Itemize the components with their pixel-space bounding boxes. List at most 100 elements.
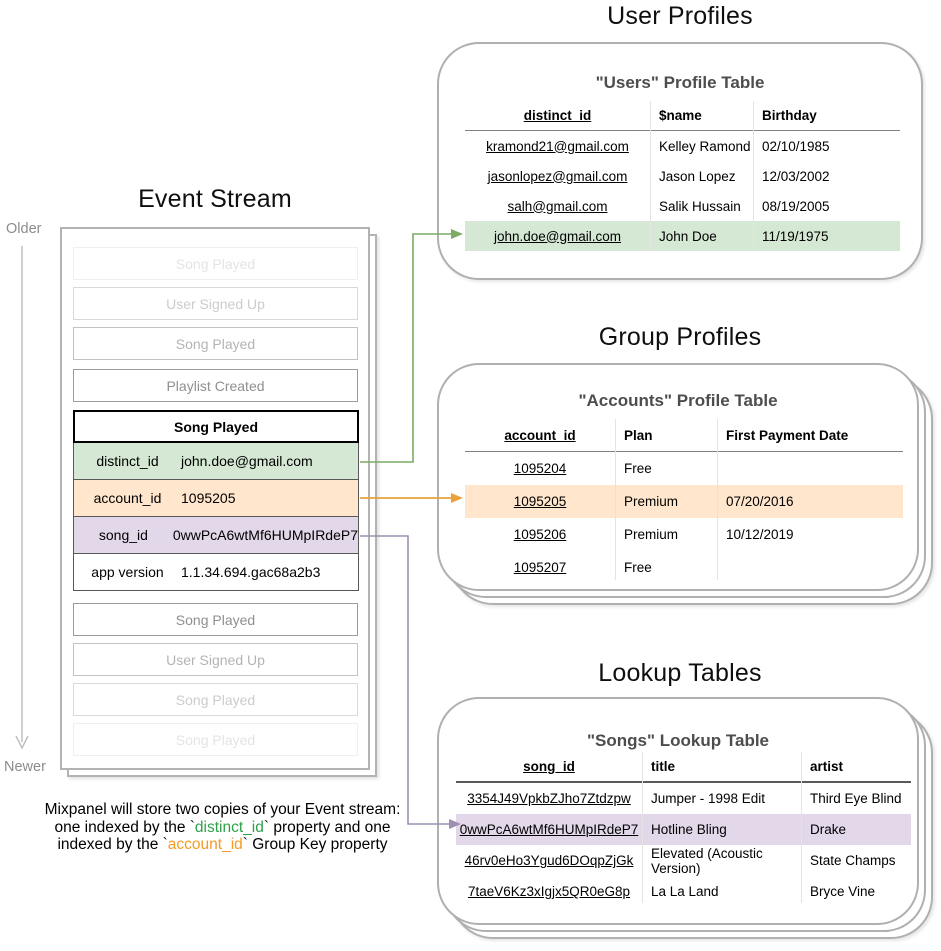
- column-header: title: [651, 759, 676, 774]
- cell-title: Jumper - 1998 Edit: [651, 791, 766, 806]
- column-divider: [642, 752, 643, 903]
- column-header: First Payment Date: [726, 427, 849, 443]
- cell-distinct-id: salh@gmail.com: [507, 198, 608, 214]
- cell-song-id: 46rv0eHo3Ygud6DOqpZjGk: [464, 853, 634, 868]
- cell-name: Jason Lopez: [659, 168, 736, 184]
- cell-artist: Third Eye Blind: [810, 791, 902, 806]
- timeline-arrow: [15, 246, 29, 750]
- column-divider: [753, 101, 754, 250]
- caption-line-2: one indexed by the `distinct_id` propert…: [30, 819, 415, 837]
- caption-text: ` property and one: [263, 818, 391, 836]
- newer-label: Newer: [4, 759, 46, 775]
- cell-name: John Doe: [659, 228, 717, 244]
- table-row-highlighted: john.doe@gmail.com John Doe 11/19/1975: [465, 221, 900, 251]
- event-property-app-version: app version 1.1.34.694.gac68a2b3: [73, 554, 359, 591]
- active-event-name: Song Played: [73, 410, 359, 443]
- property-value: john.doe@gmail.com: [181, 453, 313, 469]
- cell-plan: Free: [624, 560, 652, 575]
- event-box: Playlist Created: [73, 369, 358, 402]
- table-row-highlighted: 0wwPcA6wtMf6HUMpIRdeP7 Hotline Bling Dra…: [456, 814, 911, 845]
- cell-distinct-id: jasonlopez@gmail.com: [487, 168, 628, 184]
- property-value: 1095205: [181, 490, 236, 506]
- caption-distinct-id-keyword: distinct_id: [194, 818, 264, 836]
- cell-title: Elevated (Acoustic Version): [651, 845, 763, 876]
- users-table-header: distinct_id $name Birthday: [465, 101, 900, 131]
- column-divider: [801, 752, 802, 903]
- table-row: salh@gmail.com Salik Hussain 08/19/2005: [465, 191, 900, 221]
- event-box: Song Played: [73, 603, 358, 636]
- column-divider: [650, 101, 651, 250]
- column-divider: [717, 419, 718, 580]
- table-row: kramond21@gmail.com Kelley Ramond 02/10/…: [465, 131, 900, 161]
- caption-text: ` Group Key property: [242, 836, 388, 853]
- column-header: Plan: [624, 427, 653, 443]
- cell-account-id: 1095207: [513, 560, 567, 575]
- column-divider: [615, 419, 616, 580]
- cell-name: Kelley Ramond: [659, 138, 751, 154]
- event-box: Song Played: [73, 247, 358, 280]
- active-event-card: Song Played distinct_id john.doe@gmail.c…: [73, 410, 359, 591]
- cell-song-id: 7taeV6Kz3xIgjx5QR0eG8p: [467, 884, 631, 899]
- event-property-distinct-id: distinct_id john.doe@gmail.com: [73, 443, 359, 480]
- cell-birthday: 08/19/2005: [762, 198, 830, 214]
- lookup-tables-title: Lookup Tables: [598, 659, 762, 687]
- songs-table-header: song_id title artist: [456, 752, 911, 783]
- cell-artist: Bryce Vine: [810, 884, 876, 899]
- songs-table-title: "Songs" Lookup Table: [586, 731, 770, 750]
- table-row: 1095207 Free: [465, 551, 903, 584]
- accounts-table: account_id Plan First Payment Date 10952…: [465, 419, 903, 584]
- accounts-table-header: account_id Plan First Payment Date: [465, 419, 903, 452]
- user-profiles-title: User Profiles: [607, 2, 753, 30]
- table-row: jasonlopez@gmail.com Jason Lopez 12/03/2…: [465, 161, 900, 191]
- cell-account-id: 1095205: [513, 494, 567, 509]
- users-table-title: "Users" Profile Table: [595, 73, 765, 92]
- cell-birthday: 02/10/1985: [762, 138, 830, 154]
- event-box: User Signed Up: [73, 643, 358, 676]
- column-header: account_id: [504, 427, 576, 443]
- cell-birthday: 12/03/2002: [762, 168, 830, 184]
- column-header: song_id: [523, 759, 575, 774]
- cell-artist: State Champs: [810, 853, 896, 868]
- event-box: Song Played: [73, 723, 358, 756]
- caption-text: indexed by the `: [57, 836, 168, 853]
- event-box: Song Played: [73, 683, 358, 716]
- group-profiles-title: Group Profiles: [598, 323, 762, 351]
- caption-line-3: indexed by the `account_id` Group Key pr…: [30, 836, 415, 854]
- event-box: Song Played: [73, 327, 358, 360]
- table-row: 7taeV6Kz3xIgjx5QR0eG8p La La Land Bryce …: [456, 876, 911, 907]
- event-stream-title: Event Stream: [138, 185, 292, 213]
- cell-plan: Premium: [624, 527, 679, 542]
- table-row: 3354J49VpkbZJho7Ztdzpw Jumper - 1998 Edi…: [456, 783, 911, 814]
- column-header: $name: [659, 108, 702, 123]
- column-header: artist: [810, 759, 844, 774]
- property-value: 0wwPcA6wtMf6HUMpIRdeP7: [172, 527, 358, 543]
- property-key: app version: [91, 564, 164, 580]
- cell-title: Hotline Bling: [651, 822, 727, 837]
- cell-distinct-id: john.doe@gmail.com: [493, 228, 622, 244]
- table-row: 46rv0eHo3Ygud6DOqpZjGk Elevated (Acousti…: [456, 845, 911, 876]
- caption-line-1: Mixpanel will store two copies of your E…: [44, 801, 401, 818]
- users-table: distinct_id $name Birthday kramond21@gma…: [465, 101, 900, 251]
- cell-plan: Free: [624, 461, 652, 476]
- property-key: distinct_id: [96, 453, 159, 469]
- cell-plan: Premium: [624, 494, 679, 509]
- event-property-song-id: song_id 0wwPcA6wtMf6HUMpIRdeP7: [73, 517, 359, 554]
- column-header: distinct_id: [523, 108, 592, 123]
- cell-song-id: 0wwPcA6wtMf6HUMpIRdeP7: [459, 822, 639, 837]
- cell-birthday: 11/19/1975: [762, 228, 829, 244]
- column-header: Birthday: [762, 108, 817, 123]
- songs-table: song_id title artist 3354J49VpkbZJho7Ztd…: [456, 752, 911, 907]
- property-value: 1.1.34.694.gac68a2b3: [181, 564, 321, 580]
- caption: Mixpanel will store two copies of your E…: [30, 801, 415, 854]
- cell-first-payment: 07/20/2016: [726, 494, 794, 509]
- cell-distinct-id: kramond21@gmail.com: [486, 138, 629, 154]
- cell-artist: Drake: [810, 822, 847, 837]
- property-key: account_id: [93, 490, 162, 506]
- cell-song-id: 3354J49VpkbZJho7Ztdzpw: [467, 791, 631, 806]
- cell-account-id: 1095204: [513, 461, 567, 476]
- event-property-account-id: account_id 1095205: [73, 480, 359, 517]
- table-row: 1095204 Free: [465, 452, 903, 485]
- cell-first-payment: 10/12/2019: [726, 527, 794, 542]
- table-row-highlighted: 1095205 Premium 07/20/2016: [465, 485, 903, 518]
